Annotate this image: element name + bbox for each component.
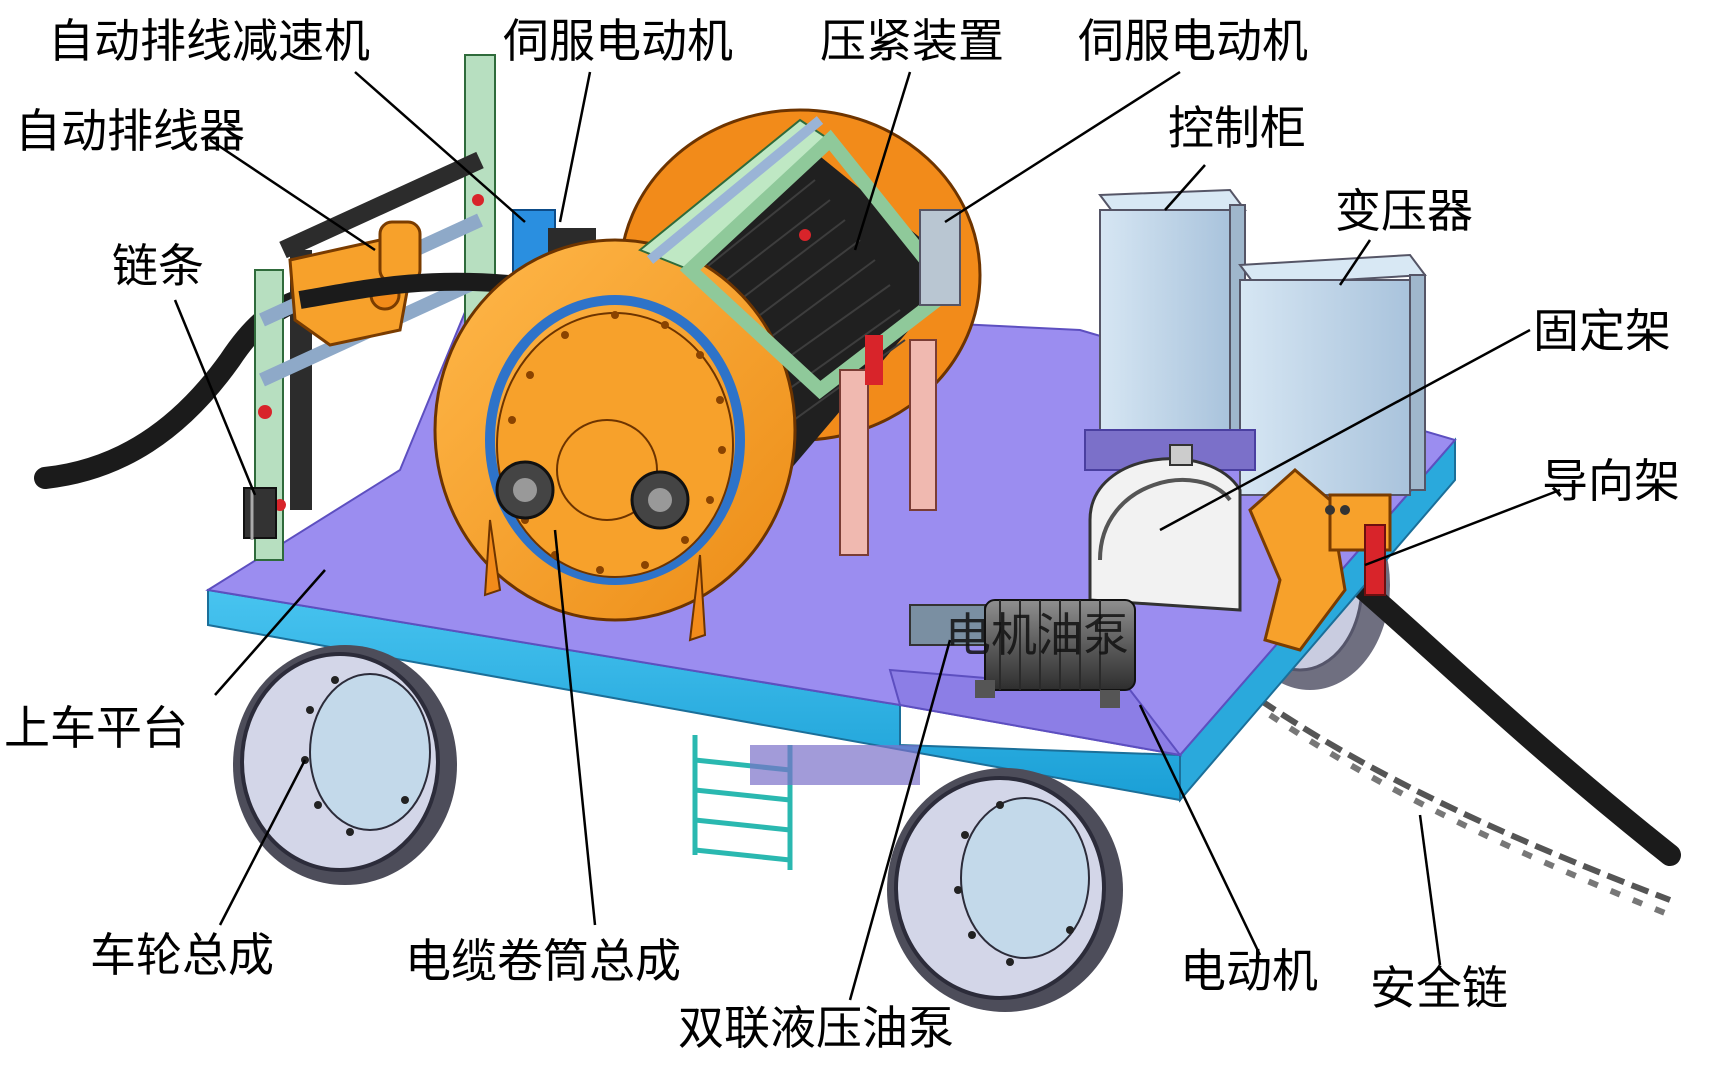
label-motor-oil-pump: 电机油泵 (945, 608, 1129, 662)
transformer (1238, 253, 1427, 496)
control-cabinet (1098, 188, 1247, 461)
leader-chain (173, 299, 257, 496)
label-auto-reducer: 自动排线减速机 (48, 14, 370, 68)
label-wheel-assembly: 车轮总成 (90, 928, 274, 982)
cable-drum-assembly (433, 108, 982, 642)
label-servo-motor-2: 伺服电动机 (1078, 14, 1308, 68)
label-upper-platform: 上车平台 (4, 701, 188, 755)
fixed-frame (1088, 444, 1242, 612)
leader-guide-frame (1364, 488, 1561, 567)
drum-hub-left (495, 460, 555, 520)
leader-upper-platform (214, 569, 326, 696)
leader-servo-motor-1 (558, 71, 592, 223)
press-device (638, 116, 960, 556)
label-control-cabinet: 控制柜 (1168, 101, 1306, 155)
motor-oil-pump (909, 599, 1136, 708)
label-fixed-frame: 固定架 (1533, 304, 1671, 358)
leader-auto-spooler (209, 138, 376, 252)
label-servo-motor-1: 伺服电动机 (503, 14, 733, 68)
label-cable-drum-assembly: 电缆卷筒总成 (405, 934, 681, 988)
leader-cable-drum (553, 529, 597, 926)
label-guide-frame: 导向架 (1542, 454, 1680, 508)
leader-electric-motor (1138, 704, 1262, 956)
under-frame (750, 745, 920, 785)
label-safety-chain: 安全链 (1370, 961, 1508, 1015)
auto-spooler (288, 220, 521, 347)
label-dual-hydraulic-pump: 双联液压油泵 (678, 1001, 954, 1055)
label-auto-spooler: 自动排线器 (15, 104, 245, 158)
leader-press-device (853, 71, 912, 251)
chain-component (243, 487, 277, 540)
leader-servo-motor-2 (944, 70, 1181, 224)
leader-control-cabinet (1164, 164, 1206, 211)
leader-dual-pump (848, 639, 952, 1001)
ladder (692, 735, 793, 870)
leader-auto-reducer (354, 71, 526, 223)
guide-frame (1248, 468, 1392, 652)
label-electric-motor: 电动机 (1180, 944, 1318, 998)
leader-safety-chain (1418, 814, 1442, 966)
servo-motor-right (919, 209, 961, 306)
wheel-front-left (233, 645, 457, 885)
leader-lines (173, 70, 1561, 1001)
leader-fixed-frame (1159, 328, 1531, 532)
label-transformer: 变压器 (1335, 184, 1473, 238)
leader-wheel-assembly (218, 759, 307, 926)
label-press-device: 压紧装置 (820, 14, 1004, 68)
safety-chain (1258, 697, 1672, 918)
leader-transformer (1338, 239, 1372, 286)
drum-hub-right (630, 470, 690, 530)
wheel-front-right (887, 768, 1123, 1012)
label-chain: 链条 (112, 239, 204, 293)
